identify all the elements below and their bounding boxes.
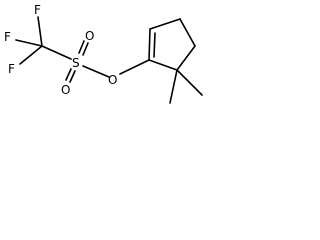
- bond-ring-c1-c2-double: [153, 32, 156, 58]
- bond-s-o-bottom-a: [65, 68, 72, 81]
- atom-label-f-bottom: F: [8, 62, 15, 76]
- chemical-structure-diagram: F F F S O O O: [4, 3, 203, 104]
- bond-ring-c2-c3: [149, 18, 181, 30]
- bond-cf3-f-bottom: [19, 45, 43, 65]
- bond-methyl-1: [169, 69, 178, 104]
- bond-s-o-ester: [82, 65, 110, 78]
- bond-c-s: [41, 45, 72, 60]
- bond-ring-c3-c4: [179, 18, 196, 47]
- atom-label-oxygen-top: O: [85, 29, 94, 43]
- bond-cf3-f-left: [15, 39, 43, 47]
- bond-ring-c4-c5: [176, 45, 196, 71]
- bond-s-o-top-b: [82, 42, 89, 56]
- bond-ring-c5-c1: [148, 59, 178, 71]
- bond-cf3-f-top: [37, 16, 43, 47]
- atom-label-f-top: F: [34, 3, 41, 17]
- atom-label-sulfur: S: [72, 56, 80, 70]
- structure-canvas: F F F S O O O: [0, 0, 214, 126]
- bond-o-ring: [119, 59, 150, 75]
- bond-ring-c1-c2: [148, 28, 151, 61]
- bond-s-o-top-a: [78, 40, 85, 54]
- atom-label-oxygen-bottom: O: [61, 83, 70, 97]
- atom-label-f-left: F: [4, 30, 11, 44]
- atom-label-oxygen-ester: O: [108, 73, 117, 87]
- bond-methyl-2: [176, 69, 203, 96]
- bond-s-o-bottom-b: [69, 70, 76, 83]
